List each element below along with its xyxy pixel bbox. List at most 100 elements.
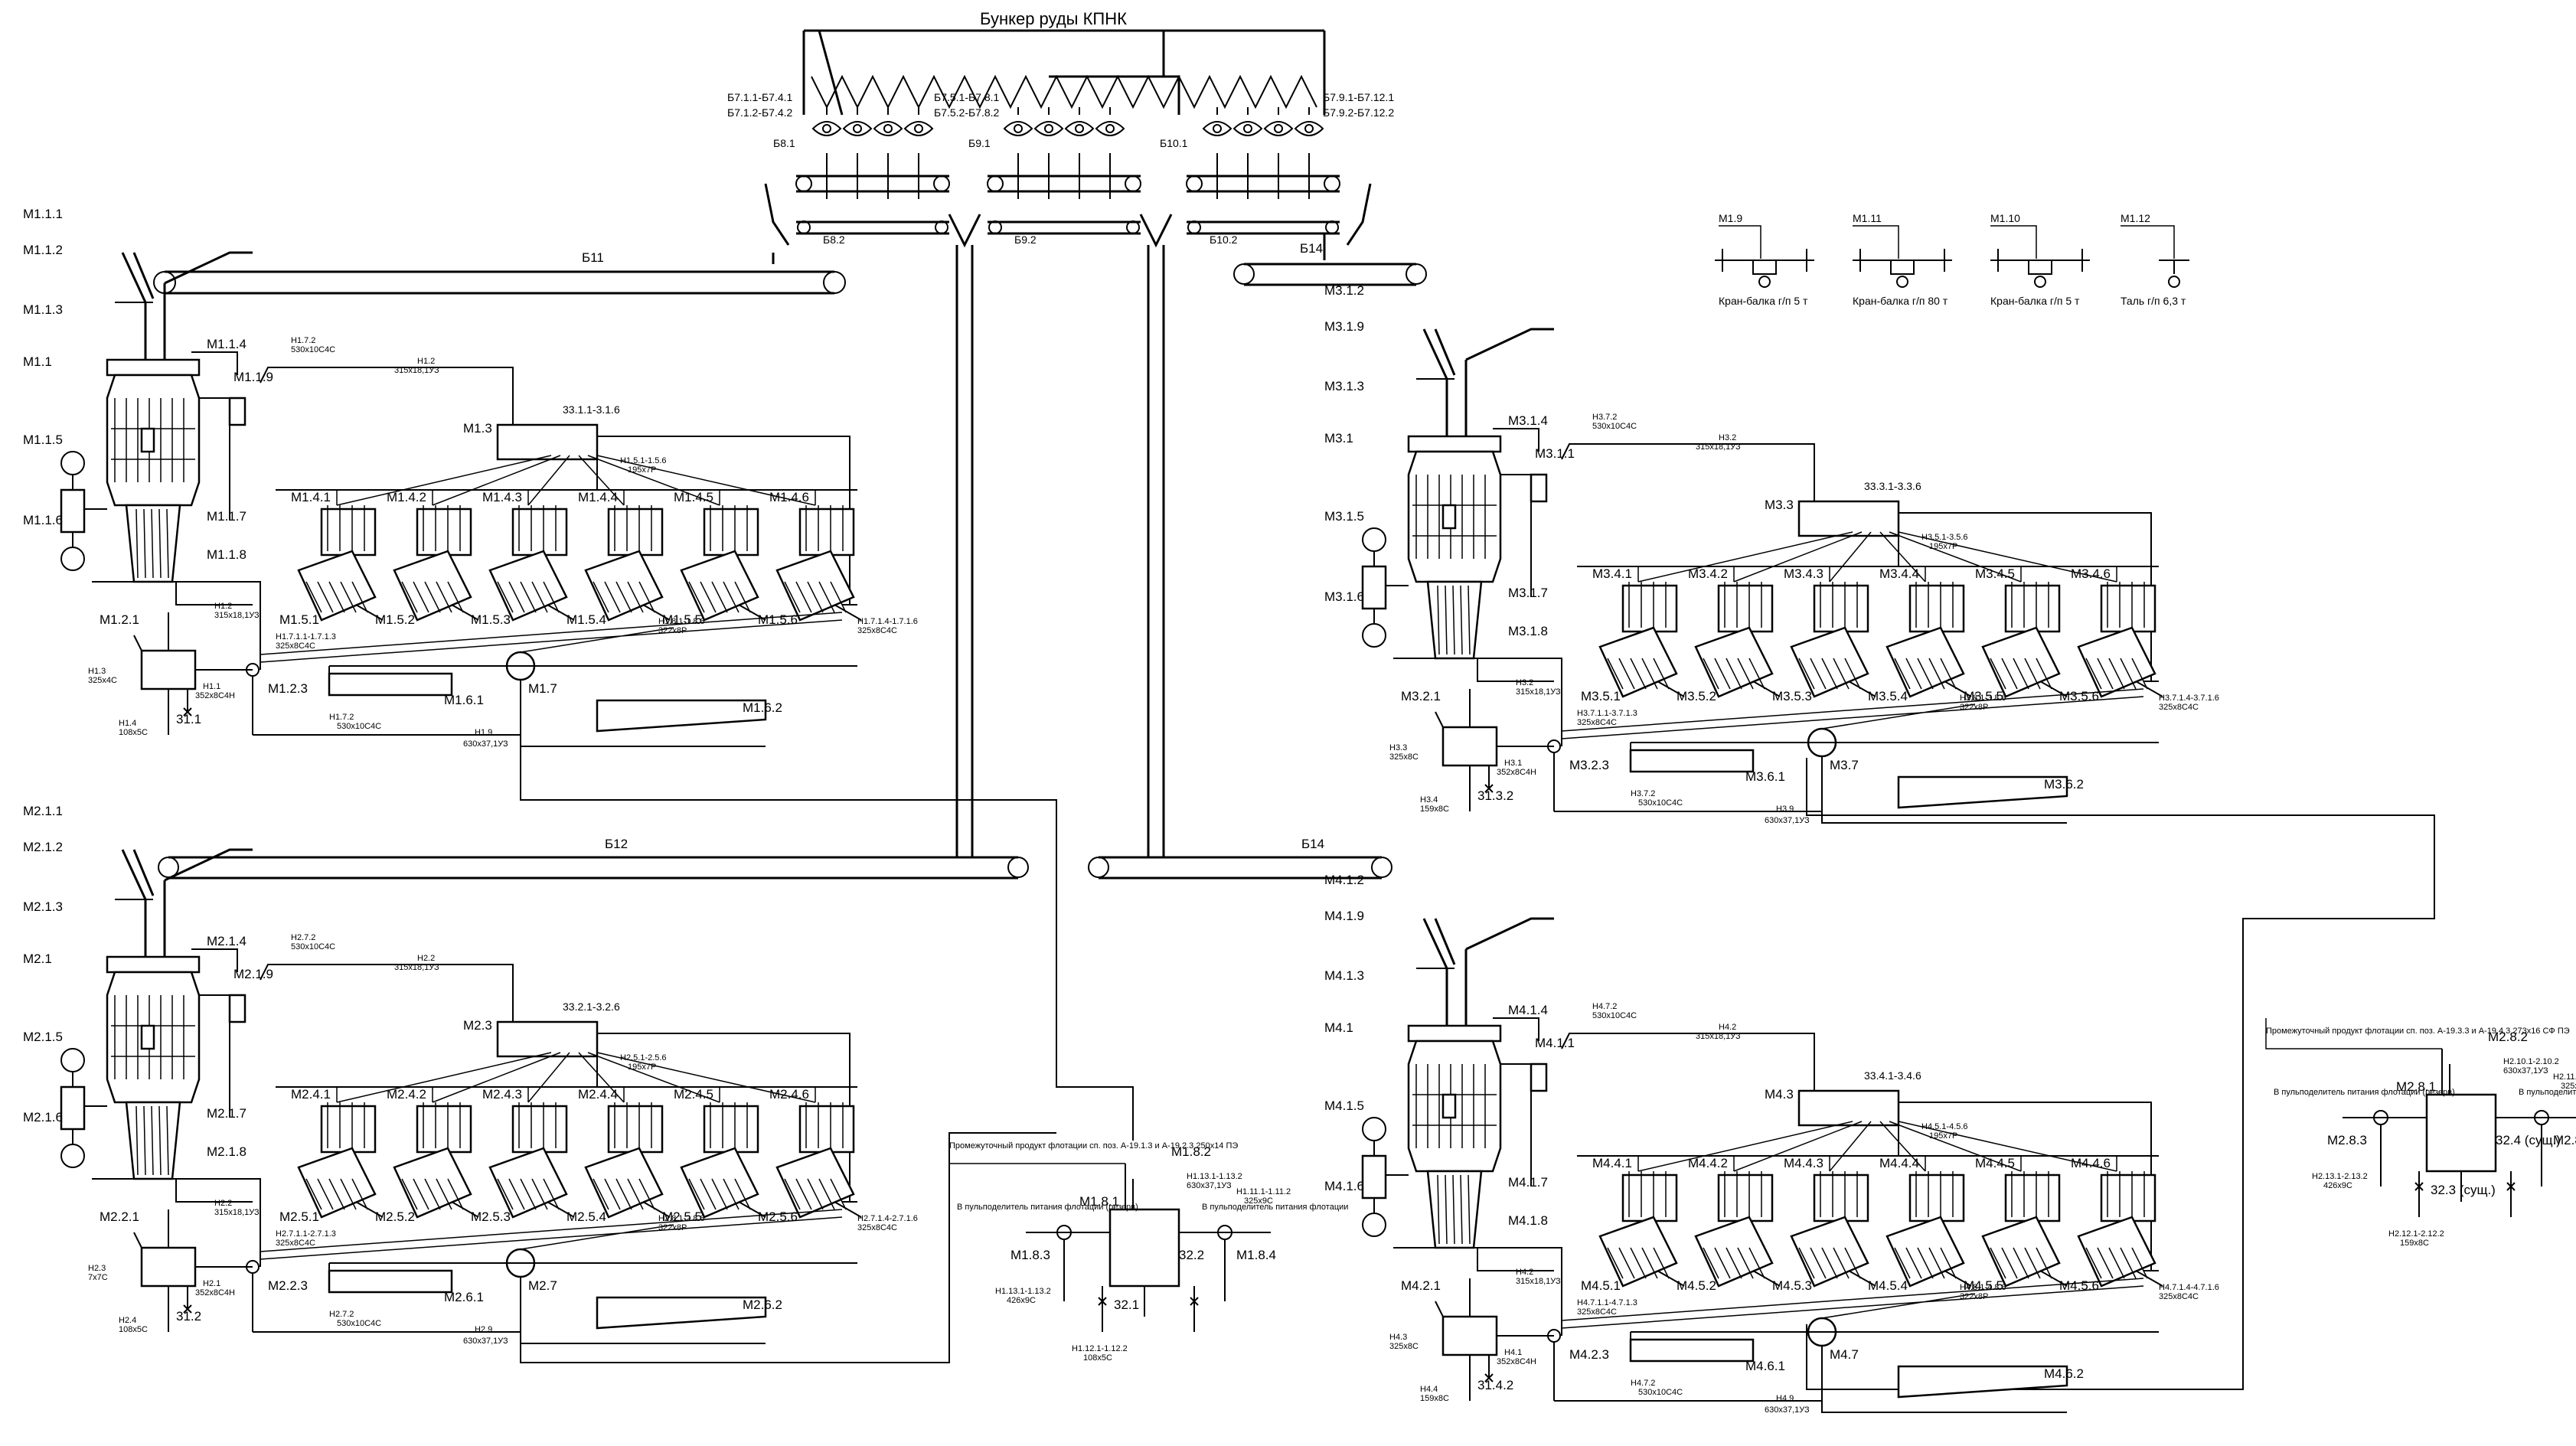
pipe-spec-label: Н1.2 — [214, 602, 232, 611]
trough-hatch — [436, 1178, 452, 1210]
conveyor-b11 — [153, 253, 846, 295]
flotation-cell — [1908, 1173, 1965, 1222]
feeder-trough — [393, 1147, 472, 1219]
valve-x-icon — [183, 707, 192, 716]
pipe-spec-label: Н3.5.1-3.5.6 — [1921, 533, 1968, 542]
motor-shaft — [1373, 1141, 1409, 1213]
valve-x-icon — [1484, 784, 1494, 793]
pipe-spec-label: 352x8C4Н — [195, 691, 235, 700]
legend-id: М1.12 — [2121, 212, 2150, 224]
pipe-spec-label: 195x7Р — [1929, 1131, 1957, 1141]
pipe-spec-label: 315x18,1УЗ — [394, 366, 439, 375]
trough-hatch — [1928, 658, 1945, 690]
trough-hatch — [2120, 1247, 2137, 1279]
pipe-spec-label: 195x7Р — [628, 1062, 656, 1072]
trough-outlet — [2039, 1270, 2068, 1287]
equipment-label: М4.1.1 — [1535, 1036, 1575, 1050]
cone-hatch — [1445, 1174, 1448, 1245]
thickener-1 — [1629, 1338, 1755, 1363]
manifold — [276, 459, 857, 491]
cone-hatch — [135, 508, 139, 579]
duct-line — [1637, 531, 1853, 583]
motor-icon — [1362, 1213, 1386, 1237]
equipment-label: М2.1.7 — [207, 1106, 246, 1121]
trough-hatch — [784, 1178, 801, 1210]
feeder-trough — [393, 550, 472, 622]
equipment-label: М3.1.3 — [1324, 379, 1364, 393]
cone-hatch — [1460, 1174, 1463, 1245]
feeder-label: Б8.2 — [823, 233, 845, 246]
pipe-spec-label: Н4.7.1.4-4.7.1.6 — [2159, 1283, 2219, 1292]
equipment-label: 32.3 (сущ.) — [2431, 1183, 2496, 1197]
duct-line — [336, 455, 552, 506]
equipment-label: М3.6.1 — [1745, 769, 1785, 784]
gate-eye-icon — [873, 121, 903, 136]
trough-outlet — [355, 604, 384, 621]
duct-group-label: 33.2.1-3.2.6 — [563, 1000, 620, 1013]
trough-hatch — [734, 581, 751, 613]
cell-label: М3.4.2 — [1688, 566, 1728, 581]
flotation-cell — [1908, 584, 1965, 633]
cell-label: М4.4.1 — [1592, 1156, 1632, 1170]
duct-line — [596, 1052, 816, 1103]
pipe-spec-label: Н1.13.1-1.13.2 — [995, 1287, 1051, 1296]
pipe-spec-label: Н1.7.2 — [291, 336, 315, 345]
equipment-label: М3.1.7 — [1508, 586, 1548, 600]
drain-line — [1063, 1239, 1226, 1332]
gate-eye-pupil — [1075, 124, 1084, 133]
pipe-spec-label: 325x8C4C — [857, 626, 897, 635]
trough-hatch — [520, 1178, 537, 1210]
trough-hatch — [711, 1178, 728, 1210]
duct-line — [1829, 1121, 1872, 1172]
trough-hatch — [2085, 658, 2102, 690]
pipe-spec-label: 322x8Р — [1960, 703, 1988, 712]
trough-hatch — [351, 581, 368, 613]
crane-legend — [1715, 225, 2189, 288]
equipment-label: М2.1.6 — [23, 1110, 63, 1124]
equipment-label: М1.1.4 — [207, 337, 246, 351]
feeder-trough — [1598, 626, 1678, 698]
equipment-label: М1.3 — [463, 421, 492, 436]
pump-line — [133, 1209, 169, 1249]
trough-hatch — [700, 581, 717, 613]
equipment-label: М2.1 — [23, 951, 52, 966]
pipe-spec-label: Н2.3 — [88, 1264, 106, 1273]
trough-hatch — [1844, 658, 1861, 690]
equipment-label: М1.1.6 — [23, 513, 63, 527]
trough-hatch — [615, 1178, 632, 1210]
motor-icon — [60, 451, 85, 475]
trough-hatch — [436, 581, 452, 613]
duct-line — [1898, 531, 2117, 583]
pipe-spec-label: 352x8C4Н — [1497, 1357, 1536, 1366]
gate-eye-icon — [842, 121, 873, 136]
pulp-distributor — [1797, 500, 1900, 537]
pipe-spec-label: Н2.4 — [119, 1316, 136, 1325]
gate-eye-pupil — [1274, 124, 1283, 133]
cell-label: М4.4.4 — [1879, 1156, 1919, 1170]
trough-hatch — [1618, 658, 1635, 690]
pipe-spec-label: Н3.7.2 — [1592, 413, 1617, 422]
trough-hatch — [1833, 1247, 1850, 1279]
manifold — [1577, 536, 2159, 567]
pipe-spec-label: Н1.3 — [88, 667, 106, 676]
feeder-label: М2.5.2 — [375, 1209, 415, 1224]
trough-hatch — [2013, 1247, 2029, 1279]
note-label: В пульподелитель питания флотации (резер… — [2274, 1088, 2455, 1097]
mill-top-plate — [1407, 435, 1502, 453]
pipe-spec-label: 530x10C4C — [1592, 422, 1637, 431]
gate-eye-icon — [1033, 121, 1064, 136]
cone-hatch — [143, 1105, 146, 1176]
duct-line — [336, 1052, 552, 1103]
conveyor-label: Б14 — [1301, 837, 1324, 851]
trough-outlet — [2135, 681, 2163, 697]
trough-hatch — [604, 1178, 621, 1210]
feeder-label: Б9.2 — [1014, 233, 1037, 246]
pipe-spec-label: Н1.4 — [119, 719, 136, 728]
flotation-cell — [1717, 1173, 1774, 1222]
motor-shaft — [1373, 551, 1409, 624]
pipe-spec-label: Н3.9 — [1776, 805, 1794, 814]
duct-line — [1879, 531, 1926, 583]
trough-outlet — [642, 1201, 671, 1218]
flotation-cell — [1717, 584, 1774, 633]
feeder-trough — [680, 550, 759, 622]
